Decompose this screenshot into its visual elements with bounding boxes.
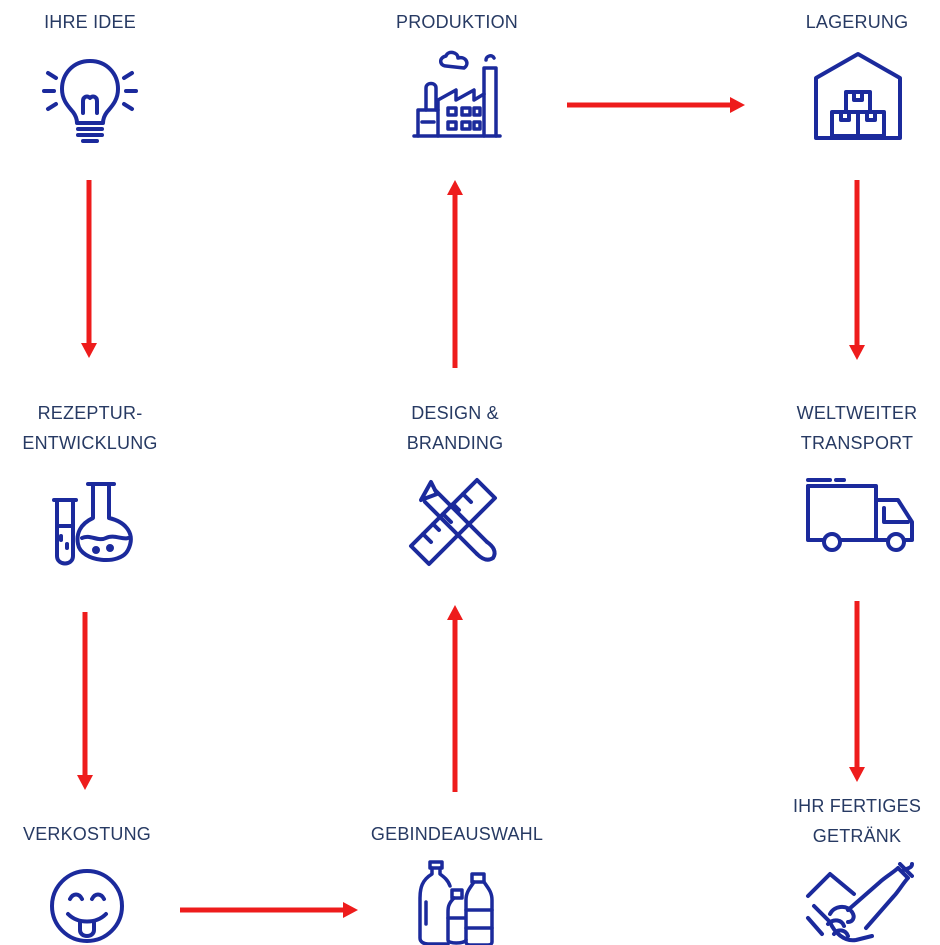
tongue-face-icon [50, 869, 124, 943]
step-label-production: PRODUKTION [395, 12, 519, 32]
arrowhead-idea-to-recipe [81, 343, 97, 358]
lab-flask-icon [52, 482, 133, 566]
lightbulb-icon [42, 59, 138, 143]
step-label-recipe: REZEPTUR- ENTWICKLUNG [22, 403, 158, 453]
arrowhead-design-to-production [447, 180, 463, 195]
bottles-icon [418, 860, 494, 945]
pencil-ruler-icon [409, 478, 497, 566]
step-label-container: GEBINDEAUSWAHL [370, 824, 544, 844]
champagne-hand-icon [806, 862, 914, 943]
arrowhead-storage-to-transport [849, 345, 865, 360]
step-label-transport: WELTWEITER TRANSPORT [796, 403, 918, 453]
truck-icon [806, 478, 914, 552]
step-label-design: DESIGN & BRANDING [406, 403, 504, 453]
arrowhead-tasting-to-container [343, 902, 358, 918]
step-label-tasting: VERKOSTUNG [22, 824, 152, 844]
warehouse-icon [814, 52, 902, 140]
arrowhead-transport-to-product [849, 767, 865, 782]
factory-icon [412, 50, 502, 138]
arrowhead-production-to-storage [730, 97, 745, 113]
step-label-idea: IHRE IDEE [44, 12, 136, 32]
arrowhead-container-to-design [447, 605, 463, 620]
step-label-product: IHR FERTIGES GETRÄNK [792, 796, 922, 846]
step-label-storage: LAGERUNG [805, 12, 909, 32]
arrowhead-recipe-to-tasting [77, 775, 93, 790]
